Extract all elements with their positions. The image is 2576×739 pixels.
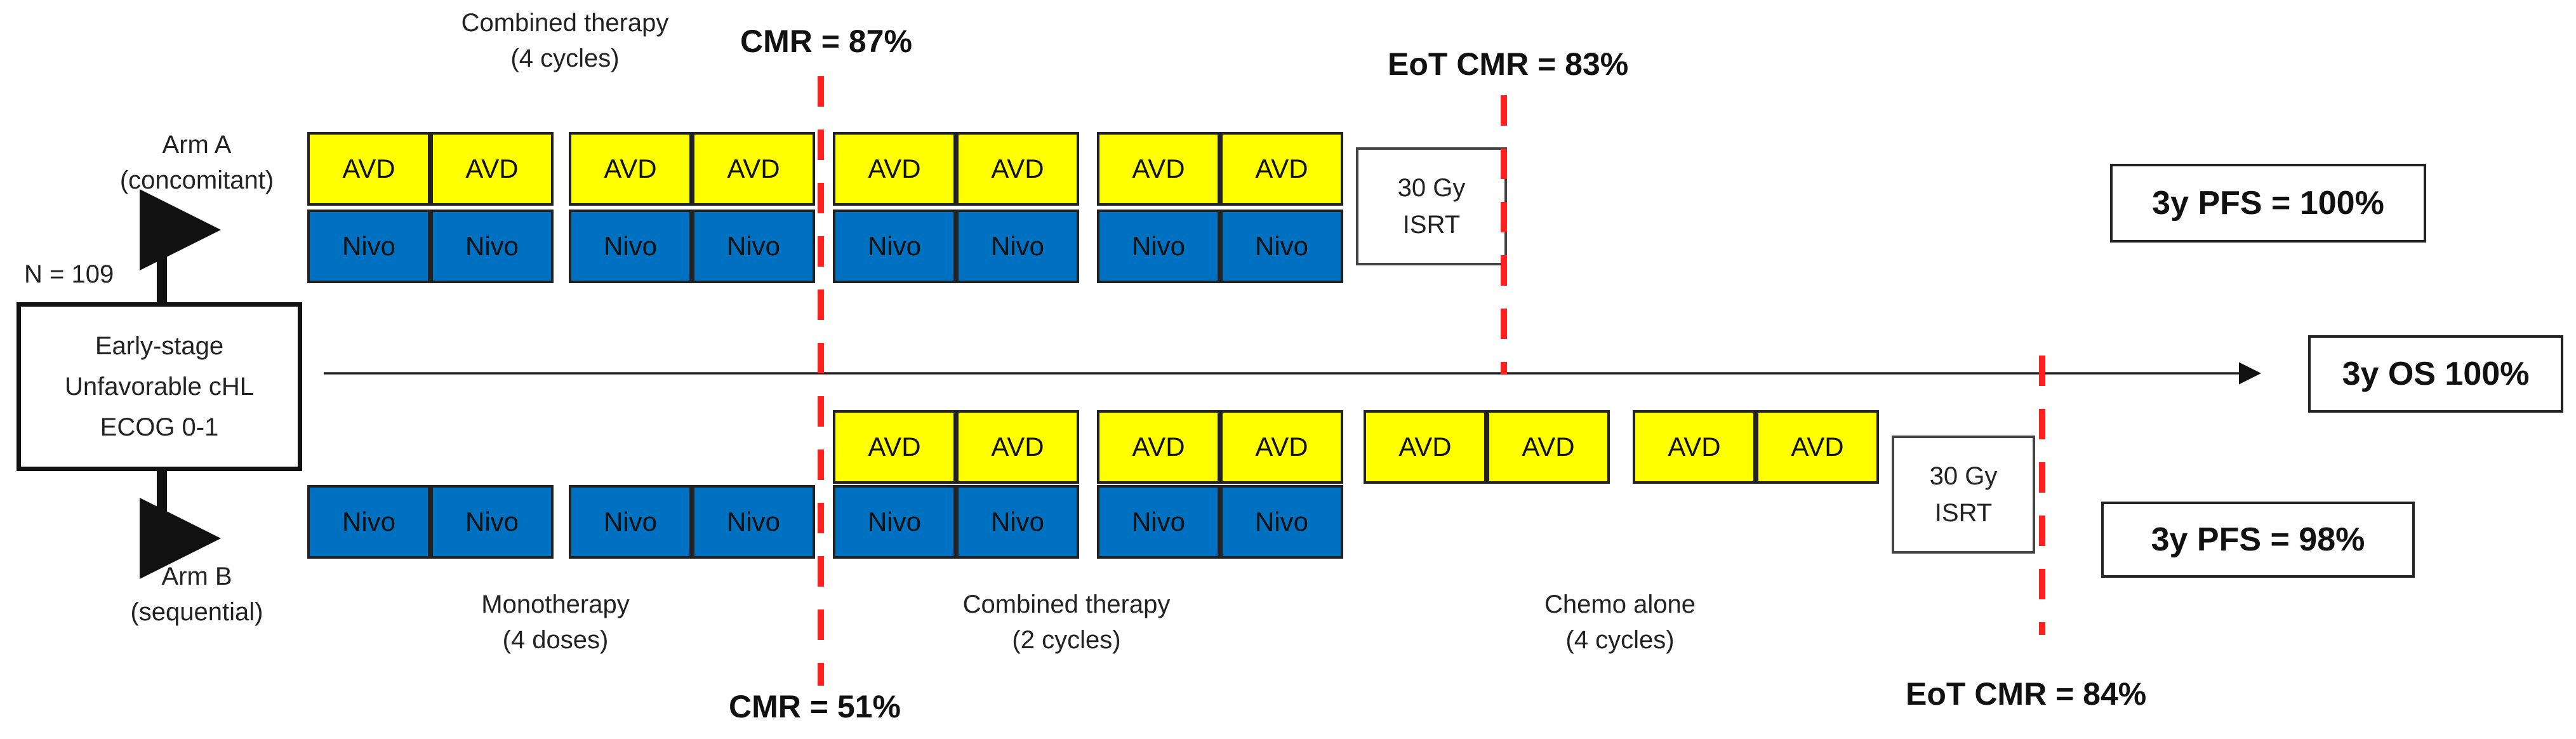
interim-cmr-arm-b: CMR = 51% bbox=[729, 689, 901, 724]
arm-a-avd-cell: AVD bbox=[1097, 132, 1220, 206]
arm-a-nivo-cell: Nivo bbox=[307, 210, 430, 283]
arm-a-avd-cell: AVD bbox=[1220, 132, 1343, 206]
arm-b-nivo-cell: Nivo bbox=[692, 485, 815, 559]
eot-cmr-arm-b: EoT CMR = 84% bbox=[1906, 676, 2147, 712]
arm-a-rt-name: ISRT bbox=[1402, 211, 1461, 239]
arm-a-nivo-cell: Nivo bbox=[1220, 210, 1343, 283]
population-line-1: Early-stage bbox=[95, 332, 224, 360]
arm-b-rt-dose: 30 Gy bbox=[1929, 462, 1998, 490]
arm-b-phase-sub: (4 doses) bbox=[502, 626, 609, 654]
interim-assessment-line bbox=[818, 76, 824, 686]
arm-a-avd-cell: AVD bbox=[569, 132, 692, 206]
arm-a-eot-assessment-line bbox=[1501, 95, 1507, 375]
arm-b-avd-cell: AVD bbox=[1633, 410, 1756, 484]
arm-a-pfs-box: 3y PFS = 100% bbox=[2110, 164, 2426, 243]
arm-a-phase-sub: (4 cycles) bbox=[510, 44, 620, 72]
arm-a-phase-title: Combined therapy bbox=[461, 9, 669, 37]
arm-a-avd-cell: AVD bbox=[692, 132, 815, 206]
arm-b-monotherapy-label: Monotherapy (4 doses) bbox=[406, 587, 705, 658]
arm-b-nivo-cell: Nivo bbox=[956, 485, 1079, 559]
arm-b-nivo-cell: Nivo bbox=[307, 485, 430, 559]
arm-b-radiotherapy-box: 30 Gy ISRT bbox=[1892, 436, 2035, 554]
arm-a-avd-cell: AVD bbox=[307, 132, 430, 206]
arm-a-avd-cell: AVD bbox=[430, 132, 554, 206]
arm-b-combined-label: Combined therapy (2 cycles) bbox=[914, 587, 1219, 658]
arm-b-pfs-box: 3y PFS = 98% bbox=[2101, 502, 2415, 578]
arm-a-avd-cell: AVD bbox=[956, 132, 1079, 206]
arm-b-nivo-cell: Nivo bbox=[1097, 485, 1220, 559]
arm-b-avd-cell: AVD bbox=[1364, 410, 1487, 484]
arm-b-phase-title: Chemo alone bbox=[1544, 590, 1696, 618]
interim-cmr-arm-a: CMR = 87% bbox=[740, 23, 912, 59]
arm-b-rt-name: ISRT bbox=[1934, 499, 1993, 527]
population-line-2: Unfavorable cHL bbox=[65, 373, 254, 401]
arm-b-phase-sub: (4 cycles) bbox=[1565, 626, 1675, 654]
arm-a-nivo-cell: Nivo bbox=[692, 210, 815, 283]
arm-a-nivo-cell: Nivo bbox=[430, 210, 554, 283]
arm-b-avd-cell: AVD bbox=[1487, 410, 1610, 484]
overall-survival-box: 3y OS 100% bbox=[2308, 335, 2563, 413]
arm-b-nivo-cell: Nivo bbox=[430, 485, 554, 559]
arm-b-nivo-cell: Nivo bbox=[569, 485, 692, 559]
arm-a-nivo-cell: Nivo bbox=[833, 210, 956, 283]
arrow-to-arm-b bbox=[140, 471, 221, 579]
sample-size-label: N = 109 bbox=[24, 260, 114, 288]
arm-a-name: Arm A bbox=[162, 131, 232, 159]
eot-cmr-arm-a: EoT CMR = 83% bbox=[1388, 46, 1629, 82]
arm-b-eot-assessment-line bbox=[2039, 356, 2045, 635]
population-box: Early-stage Unfavorable cHL ECOG 0-1 bbox=[17, 302, 302, 471]
arm-a-avd-cell: AVD bbox=[833, 132, 956, 206]
arrow-to-arm-a bbox=[140, 189, 221, 302]
arm-b-avd-cell: AVD bbox=[1220, 410, 1343, 484]
arm-a-radiotherapy-box: 30 Gy ISRT bbox=[1356, 147, 1507, 265]
arm-a-nivo-cell: Nivo bbox=[956, 210, 1079, 283]
arm-b-avd-cell: AVD bbox=[1097, 410, 1220, 484]
arm-b-phase-sub: (2 cycles) bbox=[1012, 626, 1121, 654]
arm-a-phase-label: Combined therapy (4 cycles) bbox=[413, 5, 717, 76]
arm-b-avd-cell: AVD bbox=[833, 410, 956, 484]
arm-b-phase-title: Combined therapy bbox=[962, 590, 1171, 618]
arm-b-phase-title: Monotherapy bbox=[481, 590, 630, 618]
arm-b-avd-cell: AVD bbox=[956, 410, 1079, 484]
arm-b-nivo-cell: Nivo bbox=[1220, 485, 1343, 559]
arm-b-nivo-cell: Nivo bbox=[833, 485, 956, 559]
arm-a-nivo-cell: Nivo bbox=[1097, 210, 1220, 283]
arm-b-type: (sequential) bbox=[130, 598, 263, 626]
arm-a-rt-dose: 30 Gy bbox=[1397, 174, 1466, 202]
population-line-3: ECOG 0-1 bbox=[100, 413, 219, 441]
arm-a-nivo-cell: Nivo bbox=[569, 210, 692, 283]
arm-b-chemo-label: Chemo alone (4 cycles) bbox=[1468, 587, 1772, 658]
arm-b-avd-cell: AVD bbox=[1756, 410, 1879, 484]
